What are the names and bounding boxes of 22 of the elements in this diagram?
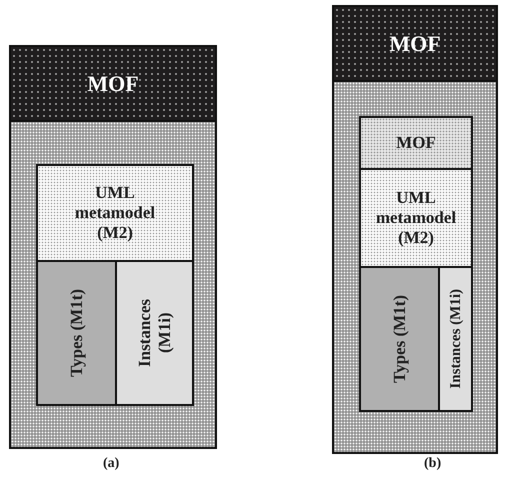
panel-caption: (a) [103,456,120,472]
panel-caption: (b) [424,456,442,472]
layer-box [359,168,473,268]
layer-box [9,120,217,449]
layer-box [36,260,117,406]
box-label: Types (M1t) [390,295,410,383]
box-label: MOF [389,30,441,56]
layer-box [359,266,440,412]
layer-box [36,164,194,262]
box-label: UML metamodel (M2) [374,188,458,248]
box-label: MOF [396,133,436,153]
box-label: MOF [87,70,139,96]
box-label: Instances (M1i) [448,289,464,389]
layer-box [115,260,194,406]
header-box [9,45,217,122]
box-label: Instances (M1i) [134,298,174,370]
layer-box [438,266,473,412]
layer-box [359,116,473,170]
box-label: Types (M1t) [66,289,86,377]
layer-box [332,80,498,454]
header-box [332,5,498,82]
box-label: UML metamodel (M2) [74,183,156,243]
